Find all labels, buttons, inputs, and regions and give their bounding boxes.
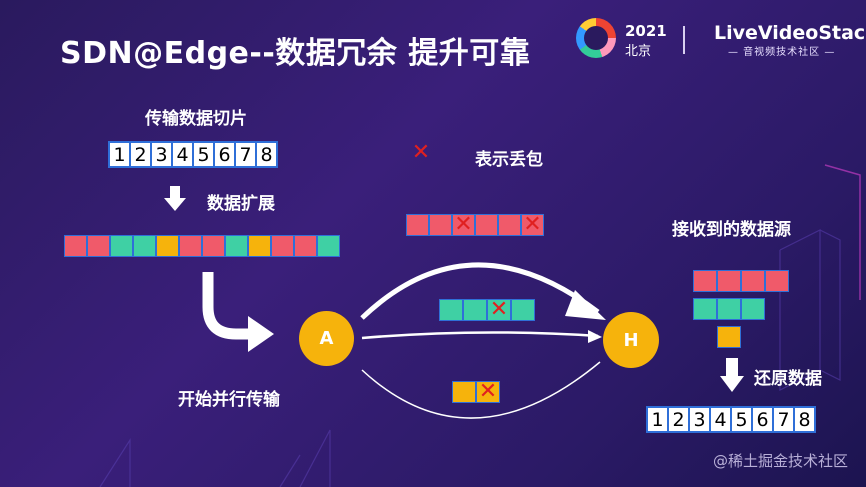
packet-cell: [133, 235, 156, 257]
number-box: 5: [730, 406, 753, 433]
top-path-packets: ✕✕: [406, 214, 544, 236]
received-row: [693, 298, 789, 320]
top-path-arrowhead: [565, 290, 606, 320]
loss-x-icon: ✕: [523, 212, 542, 237]
node-h: H: [603, 312, 659, 368]
loss-legend-icon: ✕: [411, 140, 431, 165]
restore-label: 还原数据: [754, 369, 822, 389]
loss-x-icon: ✕: [478, 379, 498, 404]
packet-cell: [248, 235, 271, 257]
lost-packet: ✕: [476, 381, 500, 403]
node-a: A: [299, 311, 354, 366]
middle-path-arrowhead: [588, 330, 602, 343]
number-box: 6: [751, 406, 774, 433]
restore-down-arrow-icon: [720, 358, 744, 392]
brand-subtitle: — 音视频技术社区 —: [728, 47, 836, 58]
packet-cell: [693, 270, 717, 292]
bottom-path: [361, 361, 601, 419]
slice-label: 传输数据切片: [145, 109, 247, 129]
received-label: 接收到的数据源: [672, 220, 791, 240]
packet-cell: [439, 299, 463, 321]
number-box: 8: [793, 406, 816, 433]
packet-cell: [693, 298, 717, 320]
number-box: 3: [688, 406, 711, 433]
logo-city: 北京: [625, 44, 652, 59]
middle-path: [361, 331, 599, 340]
packet-cell: [87, 235, 110, 257]
loss-x-icon: ✕: [454, 212, 473, 237]
packet-cell: [179, 235, 202, 257]
received-row: [717, 326, 789, 348]
packet-cell: [271, 235, 294, 257]
packet-cell: [498, 214, 521, 236]
top-path: [360, 262, 600, 320]
number-box: 4: [709, 406, 732, 433]
packet-cell: [717, 326, 741, 348]
lost-packet: ✕: [452, 214, 475, 236]
curved-arrow-icon: [202, 272, 274, 352]
number-box: 8: [255, 141, 278, 168]
packet-cell: [741, 270, 765, 292]
lost-packet: ✕: [487, 299, 511, 321]
page-title: SDN@Edge--数据冗余 提升可靠: [60, 36, 531, 71]
packet-cell: [202, 235, 225, 257]
down-arrow-icon: [164, 186, 186, 211]
parallel-label: 开始并行传输: [178, 390, 280, 410]
packet-cell: [225, 235, 248, 257]
lost-packet: ✕: [521, 214, 544, 236]
number-box: 2: [129, 141, 152, 168]
packet-cell: [452, 381, 476, 403]
number-box: 7: [772, 406, 795, 433]
number-box: 4: [171, 141, 194, 168]
packet-cell: [110, 235, 133, 257]
number-box: 2: [667, 406, 690, 433]
conference-logo: [576, 18, 616, 58]
packet-cell: [741, 298, 765, 320]
number-box: 1: [646, 406, 669, 433]
packet-cell: [717, 270, 741, 292]
middle-path-packets: ✕: [439, 299, 535, 321]
received-row: [693, 270, 789, 292]
received-sources: [693, 270, 789, 354]
packet-cell: [463, 299, 487, 321]
brand-logo: LiveVideoStack: [714, 22, 866, 44]
loss-x-icon: ✕: [489, 297, 509, 322]
packet-cell: [317, 235, 340, 257]
packet-cell: [765, 270, 789, 292]
logo-year: 2021: [625, 22, 667, 40]
packet-cell: [429, 214, 452, 236]
number-box: 7: [234, 141, 257, 168]
packet-cell: [294, 235, 317, 257]
packet-cell: [511, 299, 535, 321]
packet-cell: [64, 235, 87, 257]
bottom-path-packets: ✕: [452, 381, 500, 403]
packet-cell: [156, 235, 179, 257]
expanded-strip: [64, 235, 340, 257]
packet-cell: [406, 214, 429, 236]
packet-cell: [717, 298, 741, 320]
loss-label: 表示丢包: [475, 150, 543, 170]
watermark: @稀土掘金技术社区: [712, 452, 848, 470]
logo-divider: [683, 26, 685, 54]
packet-cell: [475, 214, 498, 236]
expand-label: 数据扩展: [207, 194, 275, 214]
